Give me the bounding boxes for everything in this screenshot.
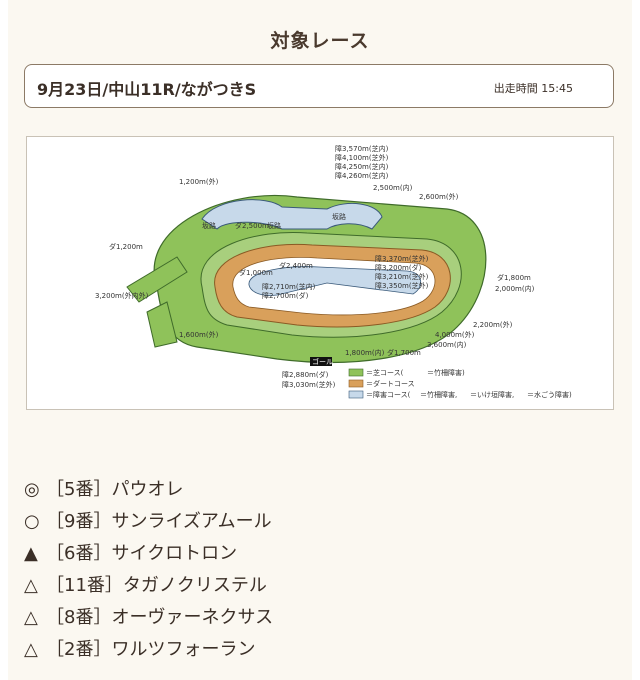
label-h4250: 障4,250m(芝内) <box>335 162 389 171</box>
horse-name: サイクロトロン <box>111 543 238 564</box>
turf-chute <box>126 256 188 303</box>
mark-renshita: △ <box>24 575 38 596</box>
legend-jump-swatch <box>348 390 364 399</box>
label-h4260: 障4,260m(芝内) <box>335 171 389 180</box>
legend-jump-water: ＝水ごう障害) <box>527 390 572 399</box>
label-d1700: ダ1,700m <box>387 348 421 357</box>
label-1800: 1,800m(内) <box>345 348 385 357</box>
horse-name: オーヴァーネクサス <box>111 607 274 628</box>
legend-turf: ＝芝コース( <box>366 368 404 377</box>
horse-number: ［6番］ <box>46 543 112 564</box>
label-h3570: 障3,570m(芝内) <box>335 144 389 153</box>
label-saka1: 坂路 <box>202 221 216 230</box>
label-d2400: ダ2,400m <box>279 261 313 270</box>
page-title: 対象レース <box>270 30 370 52</box>
post-time: 出走時間 15:45 <box>493 82 573 95</box>
course-map: ゴール 1,200m(外) ダ1,200m 3,200m(外内外) 1,600m… <box>26 136 614 410</box>
prediction-item: ▲ ［6番］サイクロトロン <box>24 538 624 570</box>
prediction-item: ○ ［9番］サンライズアムール <box>24 506 624 538</box>
legend-turf-swatch <box>348 368 364 377</box>
label-1200: 1,200m(外) <box>179 177 219 186</box>
label-h4100: 障4,100m(芝外) <box>335 153 389 162</box>
horse-name: ワルツフォーラン <box>111 639 256 660</box>
label-3200: 3,200m(外内外) <box>95 291 149 300</box>
horse-name: パウオレ <box>111 479 184 500</box>
content-panel: 対象レース 9月23日/中山11R/ながつきS 出走時間 15:45 ゴール <box>8 0 632 680</box>
race-info-box[interactable]: 9月23日/中山11R/ながつきS 出走時間 15:45 <box>24 64 614 108</box>
label-d2500: ダ2,500m <box>235 221 269 230</box>
horse-number: ［2番］ <box>46 639 112 660</box>
label-h3200: 障3,200m(ダ) <box>375 263 422 272</box>
goal-label: ゴール <box>312 357 333 366</box>
horse-number: ［9番］ <box>46 511 112 532</box>
label-saka2: 坂路 <box>332 212 346 221</box>
label-4000: 4,000m(外) <box>435 330 475 339</box>
label-3600: 3,600m(内) <box>427 340 467 349</box>
course-map-diagram: ゴール 1,200m(外) ダ1,200m 3,200m(外内外) 1,600m… <box>95 144 572 399</box>
label-1600: 1,600m(外) <box>179 330 219 339</box>
label-h3350: 障3,350m(芝外) <box>375 281 429 290</box>
horse-name: タガノクリステル <box>122 575 267 596</box>
turf-chute-2 <box>146 301 178 348</box>
mark-tanana: ▲ <box>24 543 38 564</box>
label-2600: 2,600m(外) <box>419 192 459 201</box>
horse-name: サンライズアムール <box>111 511 272 532</box>
label-h2700: 障2,700m(ダ) <box>262 291 309 300</box>
mark-renshita: △ <box>24 639 38 660</box>
label-2500: 2,500m(内) <box>373 183 413 192</box>
label-2200: 2,200m(外) <box>473 320 513 329</box>
mark-renshita: △ <box>24 607 38 628</box>
prediction-item: △ ［2番］ワルツフォーラン <box>24 634 624 666</box>
mark-taikou: ○ <box>24 511 40 532</box>
legend-dirt: ＝ダートコース <box>366 379 415 388</box>
race-name: 9月23日/中山11R/ながつきS <box>37 80 257 99</box>
prediction-item: ◎ ［5番］パウオレ <box>24 474 624 506</box>
label-h2880: 障2,880m(ダ) <box>282 370 329 379</box>
legend-jump-hedge: ＝いけ垣障害, <box>470 390 514 399</box>
horse-number: ［5番］ <box>46 479 112 500</box>
mark-honmei: ◎ <box>24 479 40 500</box>
legend-jump: ＝障害コース( <box>366 390 411 399</box>
prediction-item: △ ［11番］タガノクリステル <box>24 570 624 602</box>
legend-jump-bamboo: ＝竹柵障害, <box>420 390 457 399</box>
label-saka3: 坂路 <box>267 221 281 230</box>
label-h3370: 障3,370m(芝外) <box>375 254 429 263</box>
label-h3210: 障3,210m(芝外) <box>375 272 429 281</box>
label-h3030: 障3,030m(芝外) <box>282 380 336 389</box>
goal-marker <box>310 357 332 366</box>
jump-course-loop <box>201 199 383 230</box>
prediction-list: ◎ ［5番］パウオレ ○ ［9番］サンライズアムール ▲ ［6番］サイクロトロン △ ［… <box>24 474 624 666</box>
prediction-item: △ ［8番］オーヴァーネクサス <box>24 602 624 634</box>
legend-dirt-swatch <box>348 379 364 388</box>
label-h2710: 障2,710m(芝内) <box>262 282 316 291</box>
horse-number: ［8番］ <box>46 607 112 628</box>
horse-number: ［11番］ <box>46 575 123 596</box>
label-d1800: ダ1,800m <box>497 273 531 282</box>
label-d1200: ダ1,200m <box>109 242 143 251</box>
label-2000: 2,000m(内) <box>495 284 535 293</box>
legend-turf-obstacle: ＝竹柵障害) <box>427 368 465 377</box>
label-d1000: ダ1,000m <box>239 268 273 277</box>
jump-course-inner <box>248 266 421 296</box>
